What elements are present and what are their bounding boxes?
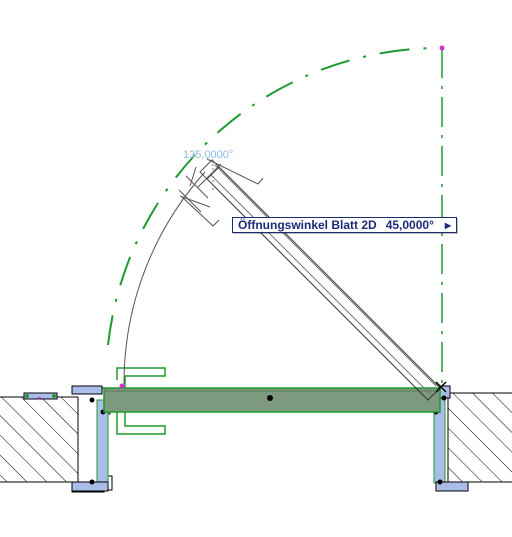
door-leaf-closed[interactable]	[103, 387, 441, 413]
tooltip-label: Öffnungswinkel Blatt 2D	[238, 218, 377, 232]
tracker-tooltip[interactable]: Öffnungswinkel Blatt 2D 45,0000° ▶	[232, 217, 457, 233]
right-wall[interactable]	[447, 392, 512, 483]
leaf-center-hotspot[interactable]	[267, 395, 273, 401]
swing-arc-open[interactable]	[107, 46, 443, 346]
swing-arc	[123, 171, 206, 385]
angle-dimension-label: 135,0000°	[183, 149, 234, 161]
triangle-right-icon[interactable]: ▶	[444, 220, 451, 230]
hinge-cross-icon[interactable]	[435, 381, 447, 393]
hotspot-icon[interactable]	[37, 45, 445, 401]
door-leaf-open-preview	[178, 158, 441, 401]
tooltip-value-field[interactable]: 45,0000°	[385, 218, 434, 232]
door-handle[interactable]	[116, 367, 166, 435]
right-door-frame[interactable]	[433, 385, 469, 492]
left-wall[interactable]	[0, 392, 79, 483]
left-door-frame[interactable]	[71, 385, 113, 493]
